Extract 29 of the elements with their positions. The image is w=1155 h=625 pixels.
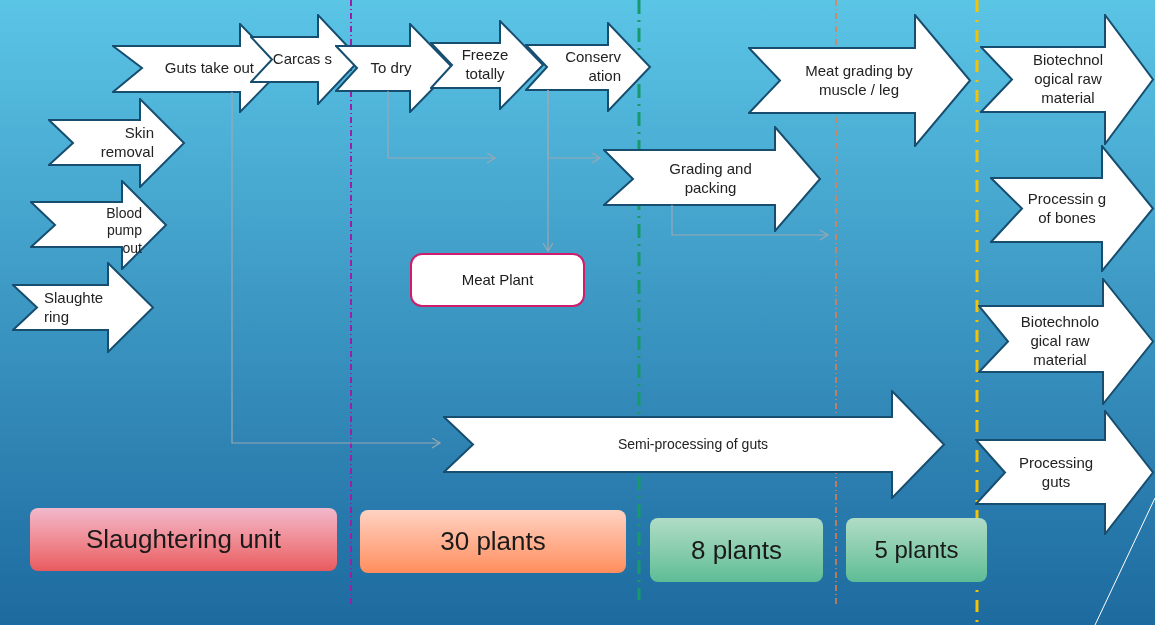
step-label: Blood pump out	[105, 204, 142, 258]
connector-arrow	[547, 89, 601, 164]
step-label: Guts take out	[163, 58, 254, 78]
step-label: Biotechnol ogical raw material	[1031, 51, 1105, 108]
stage-band	[360, 510, 626, 573]
step-label: Skin removal	[99, 124, 154, 162]
box-label: Meat Plant	[461, 269, 534, 290]
step-label: Conserv ation	[564, 48, 621, 86]
stage-label: Slaughtering unit	[85, 523, 282, 556]
step-label: Biotechnolo gical raw material	[1019, 313, 1101, 370]
step-label: Processin g of bones	[1026, 189, 1108, 228]
step-label: Processing guts	[1017, 453, 1095, 492]
stage-label: 5 plants	[874, 535, 959, 565]
step-label: To dry	[369, 58, 413, 78]
step-label: Freeze totally	[460, 46, 510, 84]
connector-arrow	[387, 90, 496, 164]
step-label: Carcas s	[271, 50, 332, 69]
stage-label: 30 plants	[440, 525, 546, 558]
stage-band	[846, 518, 987, 582]
connector-arrow	[231, 91, 441, 449]
step-label: Semi-processing of guts	[616, 435, 770, 454]
connector-arrow	[671, 204, 829, 241]
rounded-box	[410, 253, 585, 307]
step-label: Slaughte ring	[44, 288, 105, 327]
step-label: Meat grading by muscle / leg	[804, 61, 914, 100]
step-label: Grading and packing	[668, 160, 753, 198]
stage-label: 8 plants	[690, 533, 783, 567]
stage-band	[30, 508, 337, 571]
stage-band	[650, 518, 823, 582]
